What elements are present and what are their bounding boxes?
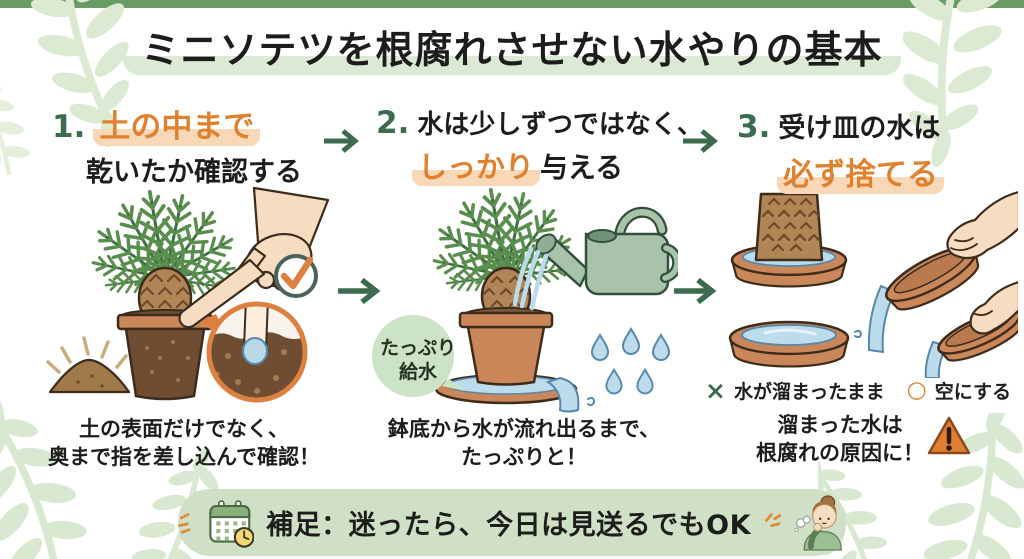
x-mark-icon: ×	[705, 376, 726, 405]
speech-bubble	[372, 315, 465, 397]
step-2-headline-line1: 水は少しずつではなく、	[417, 110, 703, 140]
trunk-in-saucer	[730, 192, 848, 288]
thinking-woman-icon	[793, 494, 842, 551]
water-drops	[591, 328, 670, 395]
saucer-marks-row: × 水が溜まったまま ○ 空にする	[696, 377, 1020, 404]
step-3-heading: 3.受け皿の水は 必ず捨てる	[737, 106, 944, 194]
arrow-right-icon	[324, 129, 359, 153]
illustration-watering	[372, 186, 678, 413]
water-streams	[512, 246, 549, 311]
footer-note-text: 補足：迷ったら、今日は見送るでもOK	[266, 510, 752, 541]
step-1-highlight: 土の中まで	[93, 101, 261, 146]
sparkle-dashes-icon	[765, 512, 782, 527]
step-3-highlight: 必ず捨てる	[777, 149, 944, 194]
pouring-saucer-top	[854, 191, 1018, 354]
drain-water	[545, 376, 580, 413]
step-1-headline-rest: 乾いたか確認する	[86, 157, 302, 188]
step-3-headline-line1: 受け皿の水は	[778, 113, 941, 144]
thought-puff	[793, 515, 811, 532]
illustration-soil-check	[46, 186, 330, 403]
sparkle-dashes-icon	[178, 512, 191, 534]
calendar-icon	[209, 499, 255, 548]
drain-drip	[587, 397, 596, 407]
warning-icon	[927, 416, 971, 455]
soil-pile	[46, 336, 131, 394]
saucer-with-water	[728, 320, 850, 368]
watering-bubble-label: たっぷり 給水	[379, 337, 456, 383]
check-icon	[274, 254, 318, 298]
step-1-number: 1.	[52, 109, 86, 145]
arrow-right-icon	[338, 277, 381, 305]
step-1-heading: 1.土の中まで 乾いたか確認する	[52, 101, 302, 189]
illustration-empty-saucer	[728, 191, 1018, 378]
step-3-number: 3.	[737, 109, 771, 145]
arrow-right-icon	[683, 129, 718, 153]
arrow-right-icon	[674, 277, 717, 305]
bad-label: 水が溜まったまま	[734, 381, 885, 403]
step-2-heading: 2.水は少しずつではなく、 しっかり与える	[376, 104, 703, 186]
pot	[458, 307, 554, 386]
magnifier-detail	[206, 301, 308, 403]
footer-note-banner: 補足：迷ったら、今日は見送るでもOK	[178, 489, 846, 556]
step-2-number: 2.	[376, 105, 410, 141]
step-1-caption: 土の表面だけでなく、 奥まで指を差し込んで確認！	[48, 417, 320, 469]
watering-can	[535, 206, 678, 296]
circle-mark-icon: ○	[906, 377, 927, 403]
page-title-text: ミニソテツを根腐れさせない水やりの基本	[123, 27, 901, 75]
good-label: 空にする	[934, 381, 1011, 403]
pouring-saucer-bottom	[924, 281, 1018, 378]
top-accent-bar	[0, 0, 1024, 8]
step-2-caption: 鉢底から水が流れ出るまで、 たっぷりと！	[387, 417, 661, 469]
page-title: ミニソテツを根腐れさせない水やりの基本	[0, 27, 1024, 75]
step-2-headline-rest: 与える	[540, 151, 624, 184]
step-2-highlight: しっかり	[412, 144, 541, 186]
